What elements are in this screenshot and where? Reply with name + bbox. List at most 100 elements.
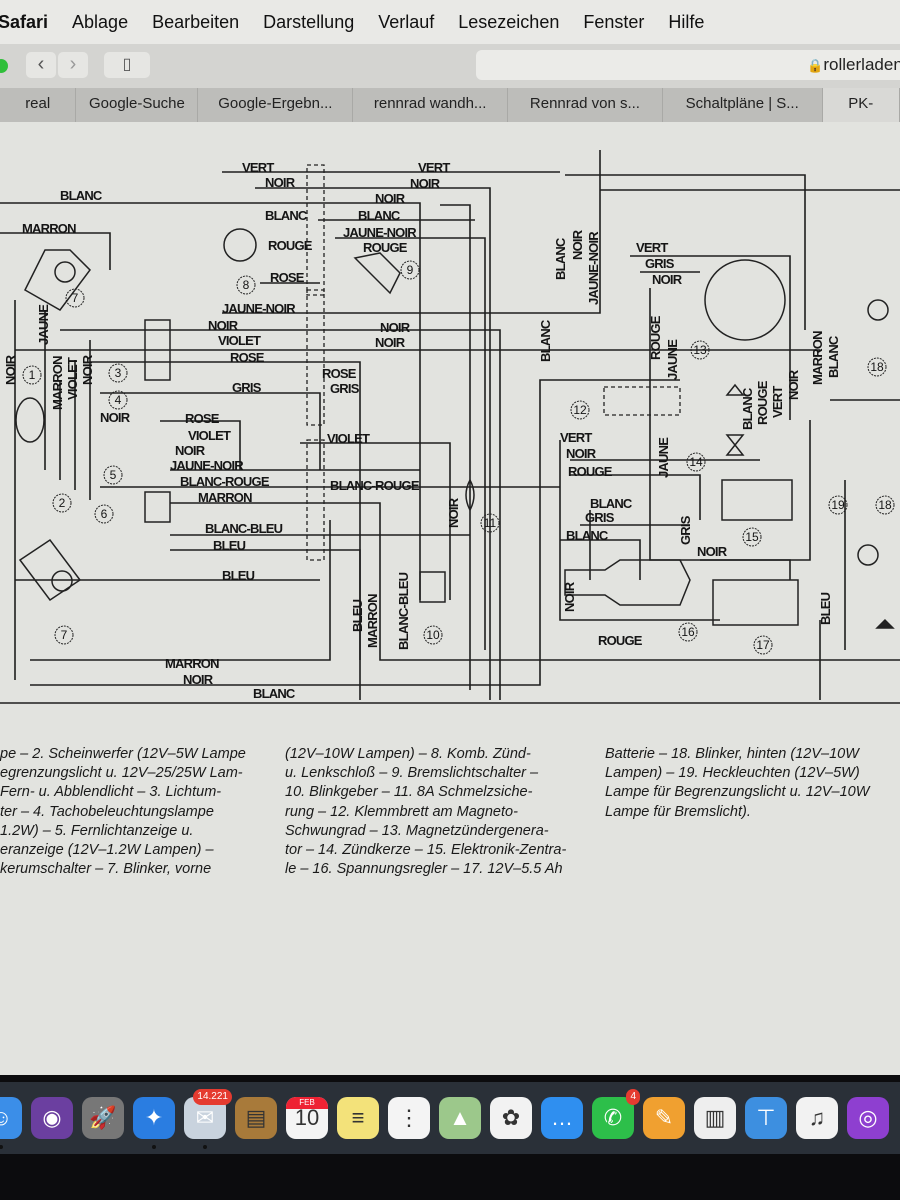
wire-label: BLANC-ROUGE (180, 474, 270, 489)
caption-line: Lampe für Begrenzungslicht u. 12V–10W (605, 784, 870, 801)
wire-label: ROSE (185, 411, 220, 426)
wire-label: MARRON (810, 331, 825, 385)
wire-label: ROSE (270, 270, 305, 285)
component-number-9: 9 (400, 260, 420, 280)
running-indicator (0, 1145, 3, 1149)
dock-maps[interactable]: ▲ (439, 1097, 481, 1139)
tab-label: Rennrad von s... (529, 95, 640, 112)
caption-line: pe – 2. Scheinwerfer (12V–5W Lampe (0, 746, 246, 762)
wire-label: NOIR (562, 581, 577, 612)
caption-line: Lampen) – 19. Heckleuchten (12V–5W) (605, 765, 860, 782)
chevron-right-icon: › (69, 53, 77, 75)
caption-col2: (12V–10W Lampen) – 8. Komb. Zünd-u. Lenk… (285, 745, 566, 879)
dock-notes[interactable]: ≡ (337, 1097, 379, 1139)
component-number-label: 9 (407, 263, 414, 277)
wire-label: NOIR (570, 229, 585, 260)
address-bar[interactable]: 🔒rollerladen.c (476, 50, 900, 80)
menu-safari[interactable]: Safari (0, 11, 49, 32)
wire-label: NOIR (446, 497, 461, 528)
dock-finder[interactable]: ☺ (0, 1097, 22, 1149)
tab-label: real (25, 95, 51, 112)
component-number-18: 18 (875, 495, 895, 515)
dock-reminders[interactable]: ⋮ (388, 1097, 430, 1139)
component-number-13: 13 (690, 340, 710, 360)
component-number-3: 3 (108, 363, 128, 383)
component-number-label: 3 (115, 366, 122, 380)
tab-pk-active[interactable]: PK- (822, 88, 900, 122)
forward-button[interactable]: › (58, 52, 88, 78)
dock-launchpad[interactable]: 🚀 (82, 1097, 124, 1139)
itunes-icon: ♫ (808, 1105, 826, 1130)
component-number-14: 14 (686, 452, 706, 472)
wire-label: BLANC (358, 208, 401, 223)
dock-siri[interactable]: ◉ (31, 1097, 73, 1139)
component-number-label: 19 (831, 498, 845, 512)
dock-numbers[interactable]: ▥ (694, 1097, 736, 1139)
keynote-icon: ⊤ (756, 1105, 776, 1130)
tab-schaltplaene[interactable]: Schaltpläne | S... (663, 88, 823, 122)
component-number-label: 14 (689, 455, 703, 469)
component-number-label: 12 (573, 403, 587, 417)
dock-pages[interactable]: ✎ (643, 1097, 685, 1139)
wire-label: JAUNE (36, 304, 51, 345)
caption-col3: Batterie – 18. Blinker, hinten (12V–10W L… (605, 745, 869, 822)
sidebar-button[interactable]: ▯ (104, 52, 150, 78)
dock-itunes[interactable]: ♫ (796, 1097, 838, 1139)
wire-label: JAUNE-NOIR (343, 225, 417, 240)
component-number-16: 16 (678, 622, 698, 642)
component-number-label: 18 (878, 498, 892, 512)
wire-label: VERT (242, 160, 274, 175)
wire-label: BLANC (740, 387, 755, 430)
tab-real[interactable]: real (0, 88, 77, 122)
component-number-label: 2 (59, 496, 66, 510)
component-number-label: 15 (745, 530, 759, 544)
wire-label: BLANC (265, 208, 308, 223)
tab-google-ergebnisse[interactable]: Google-Ergebn... (198, 88, 354, 122)
dock-mail[interactable]: ✉14.221 (184, 1089, 232, 1149)
menu-bearbeiten[interactable]: Bearbeiten (152, 11, 240, 32)
dock-safari[interactable]: ✦ (133, 1097, 175, 1149)
component-number-6: 6 (94, 504, 114, 524)
menu-ablage[interactable]: Ablage (72, 11, 129, 32)
component-number-label: 7 (61, 628, 68, 642)
caption-line: Schwungrad – 13. Magnetzündergenera- (285, 822, 549, 839)
calendar-month: FEB (286, 1097, 328, 1109)
caption-line: 10. Blinkgeber – 11. 8A Schmelzsiche- (285, 784, 533, 801)
menu-hilfe[interactable]: Hilfe (668, 11, 705, 32)
back-button[interactable]: ‹ (26, 52, 56, 78)
diagram-wires (0, 150, 900, 704)
caption-line: kerumschalter – 7. Blinker, vorne (0, 861, 212, 878)
menu-fenster[interactable]: Fenster (583, 11, 645, 32)
caption-line: Batterie – 18. Blinker, hinten (12V–10W (605, 746, 859, 762)
wire-label: NOIR (380, 320, 411, 335)
menu-lesezeichen[interactable]: Lesezeichen (458, 11, 560, 32)
dock-podcasts[interactable]: ◎ (847, 1097, 889, 1139)
dock-photos[interactable]: ✿ (490, 1097, 532, 1139)
tab-google-suche[interactable]: Google-Suche (76, 88, 199, 122)
dock-contacts[interactable]: ▤ (235, 1097, 277, 1139)
wire-label: NOIR (566, 446, 597, 461)
tab-rennrad-wandh[interactable]: rennrad wandh... (353, 88, 509, 122)
tab-rennrad-von[interactable]: Rennrad von s... (508, 88, 663, 122)
launchpad-icon: 🚀 (89, 1105, 117, 1130)
menu-verlauf[interactable]: Verlauf (378, 11, 435, 32)
dock-facetime[interactable]: ✆4 (592, 1089, 640, 1139)
wire-label: VERT (418, 160, 450, 175)
caption-line: Fern- u. Abblendlicht – 3. Lichtum- (0, 784, 222, 801)
dock-messages[interactable]: … (541, 1097, 583, 1139)
component-number-label: 13 (693, 343, 707, 357)
wire-label: BLANC (590, 496, 633, 511)
wire-label: GRIS (585, 510, 615, 525)
dock-keynote[interactable]: ⊤ (745, 1097, 787, 1139)
wire-label: BLEU (350, 599, 365, 632)
numbers-icon: ▥ (704, 1105, 726, 1130)
notes-icon: ≡ (351, 1105, 365, 1130)
connector-blocks (306, 164, 681, 561)
menu-darstellung[interactable]: Darstellung (263, 11, 355, 32)
tab-label: PK- (848, 95, 874, 112)
window-zoom-button[interactable] (0, 59, 8, 73)
component-number-label: 11 (484, 516, 497, 530)
siri-icon: ◉ (42, 1105, 62, 1130)
